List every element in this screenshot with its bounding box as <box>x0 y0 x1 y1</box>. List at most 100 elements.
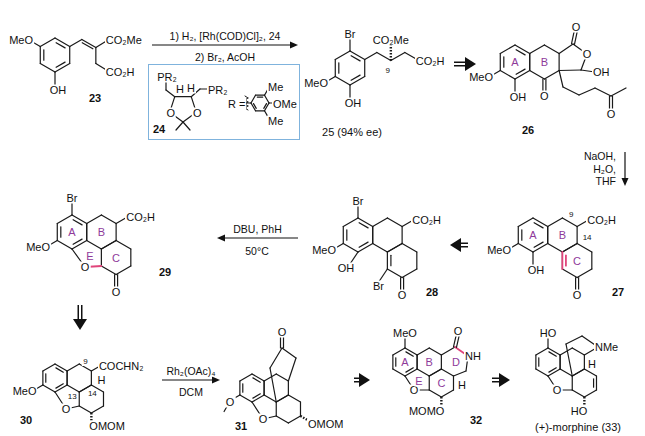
bond-line <box>441 355 442 369</box>
bond-line <box>101 241 116 250</box>
atom-label: O <box>571 22 582 33</box>
atom-label: H <box>175 84 185 95</box>
bond-line <box>535 355 536 369</box>
bond-line <box>364 60 365 77</box>
bond-line <box>429 369 441 376</box>
bond-line <box>518 227 519 244</box>
bond-line <box>56 368 63 372</box>
bond-line <box>390 255 391 265</box>
bond-line <box>265 103 270 111</box>
atom-label: MeO <box>303 78 329 89</box>
arrow-head <box>359 373 370 387</box>
bond-line <box>373 218 388 227</box>
bond-line <box>346 230 347 240</box>
reagent-label: 1) H₂, [Rh(COD)Cl]₂, 24 <box>169 31 282 42</box>
compound-area: 23 <box>5 10 150 110</box>
bond-line <box>560 355 561 369</box>
locant-number: 14 <box>582 234 593 242</box>
bond-line <box>387 218 402 227</box>
atom-label: OH <box>344 98 363 109</box>
atom-label: CO₂H <box>125 211 156 222</box>
bond-line <box>86 224 87 241</box>
atom-label: OH <box>49 85 68 96</box>
bond-line <box>40 38 55 47</box>
bond-line <box>351 56 360 61</box>
reagent-label: DBU, PhH <box>232 224 282 235</box>
bond-line <box>591 252 592 269</box>
bond-line <box>252 374 264 381</box>
compound-number: 28 <box>425 287 439 298</box>
atom-label: OH <box>592 67 611 78</box>
bond-line <box>343 227 344 244</box>
atom-label: Me <box>267 82 284 93</box>
bond-line <box>276 416 288 423</box>
bond-line <box>69 47 70 64</box>
bond-line <box>393 369 405 376</box>
bond-line <box>387 244 402 253</box>
bond-line <box>577 227 578 244</box>
bond-line <box>351 75 360 80</box>
bond-line <box>72 215 87 224</box>
ring-label: D <box>451 357 461 368</box>
atom-label: O <box>397 289 408 300</box>
atom-label: OMOM <box>307 418 344 429</box>
bond-line <box>67 385 79 392</box>
bond-line <box>116 241 131 250</box>
bond-line <box>417 355 418 369</box>
bond-line <box>500 45 515 54</box>
reagent-label: NaOH, H₂O, THF <box>583 150 617 188</box>
bond-line <box>417 348 429 355</box>
bond-line <box>563 87 579 95</box>
bond-line <box>503 57 504 67</box>
bond-line <box>406 368 413 372</box>
compound-number: 31 <box>234 421 248 432</box>
reaction-arrow-group <box>453 57 476 71</box>
atom-label: O <box>111 286 122 297</box>
bond-line <box>276 395 288 402</box>
bond-line <box>335 51 350 60</box>
bond-line <box>560 348 572 355</box>
atom-label: Br <box>352 196 365 207</box>
bond-line <box>579 88 595 95</box>
atom-label: HO <box>570 406 589 417</box>
reaction-arrow-group <box>152 42 298 49</box>
compound-area: 30 <box>5 332 160 434</box>
atom-label: CO₂Me <box>372 34 410 45</box>
bond-line <box>101 249 102 266</box>
ring-label: B <box>540 57 549 68</box>
bond-line <box>547 227 548 244</box>
bond-line <box>264 381 265 395</box>
arrow-head <box>450 238 461 252</box>
bond-line <box>183 122 190 130</box>
bond-line <box>358 218 373 227</box>
bond-line <box>562 269 577 278</box>
atom-label: O <box>80 262 91 273</box>
bond-line <box>538 358 539 367</box>
bond-line <box>335 77 350 86</box>
arrow-inner <box>460 244 469 246</box>
bond-line <box>246 102 251 103</box>
reagent-label: Rh₂(OAc)₄ <box>165 366 216 377</box>
bond-line <box>373 244 388 253</box>
bond-line <box>349 85 350 98</box>
compound-area: (+)-morphine (33) <box>512 320 640 435</box>
arrow-head <box>499 373 510 387</box>
atom-label: O <box>572 289 583 300</box>
bond-line <box>559 71 563 88</box>
bond-line <box>256 110 265 111</box>
bond-line <box>429 348 441 355</box>
bond-line <box>264 381 265 395</box>
atom-label: MeO <box>468 72 494 83</box>
atom-label: NH <box>464 351 482 362</box>
bond-line <box>516 50 525 55</box>
bond-line <box>390 45 392 61</box>
bond-line <box>101 266 116 275</box>
atom-label: Me <box>267 115 284 126</box>
ring-label: A <box>510 57 519 68</box>
atom-label: PR₂ <box>156 72 178 83</box>
bond-line <box>560 369 572 376</box>
ring-label: A <box>528 230 537 241</box>
atom-label: NMe <box>594 342 619 353</box>
bond-line <box>572 390 584 397</box>
bond-line <box>264 104 267 109</box>
